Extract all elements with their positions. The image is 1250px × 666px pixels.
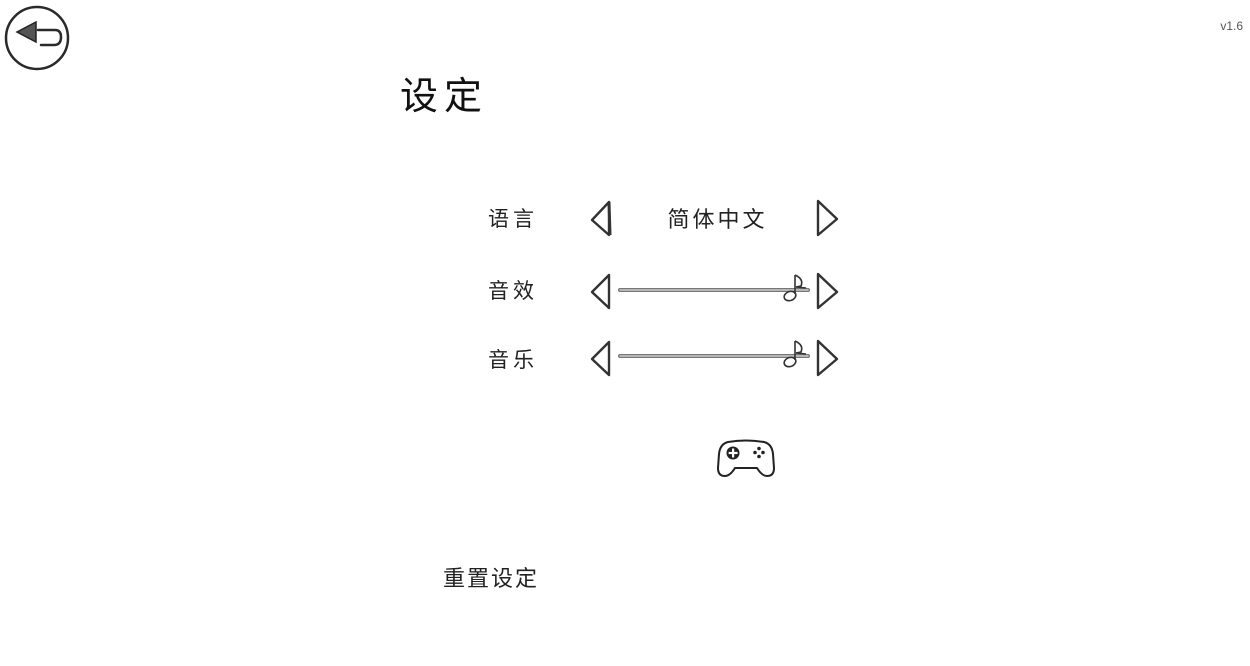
triangle-left-icon bbox=[590, 340, 611, 377]
music-note-icon bbox=[783, 274, 807, 302]
slider-track bbox=[618, 340, 810, 368]
music-note-icon bbox=[783, 340, 807, 368]
reset-settings-button[interactable]: 重置设定 bbox=[443, 567, 540, 592]
sound-effects-increase-button[interactable] bbox=[814, 272, 840, 310]
controller-settings-button[interactable] bbox=[716, 438, 776, 480]
triangle-right-icon bbox=[816, 272, 839, 310]
sound-effects-decrease-button[interactable] bbox=[588, 272, 614, 310]
slider-track bbox=[618, 274, 810, 302]
sound-effects-slider[interactable] bbox=[618, 270, 816, 310]
language-prev-button[interactable] bbox=[588, 199, 614, 237]
sound-effects-label: 音效 bbox=[488, 279, 538, 303]
language-next-button[interactable] bbox=[814, 199, 840, 237]
language-label: 语言 bbox=[488, 207, 538, 231]
back-button[interactable] bbox=[3, 4, 71, 72]
triangle-right-icon bbox=[816, 199, 839, 237]
music-decrease-button[interactable] bbox=[588, 339, 614, 377]
music-increase-button[interactable] bbox=[814, 339, 840, 377]
gamepad-icon bbox=[717, 439, 775, 477]
page-title: 设定 bbox=[400, 74, 489, 118]
version-label: v1.6 bbox=[1220, 19, 1243, 33]
back-arrow-circle-icon bbox=[4, 5, 70, 71]
triangle-right-icon bbox=[816, 339, 839, 377]
triangle-left-icon bbox=[590, 273, 611, 310]
language-value: 简体中文 bbox=[667, 208, 768, 233]
music-slider[interactable] bbox=[618, 336, 816, 376]
triangle-left-icon bbox=[590, 200, 612, 237]
music-label: 音乐 bbox=[488, 348, 538, 372]
